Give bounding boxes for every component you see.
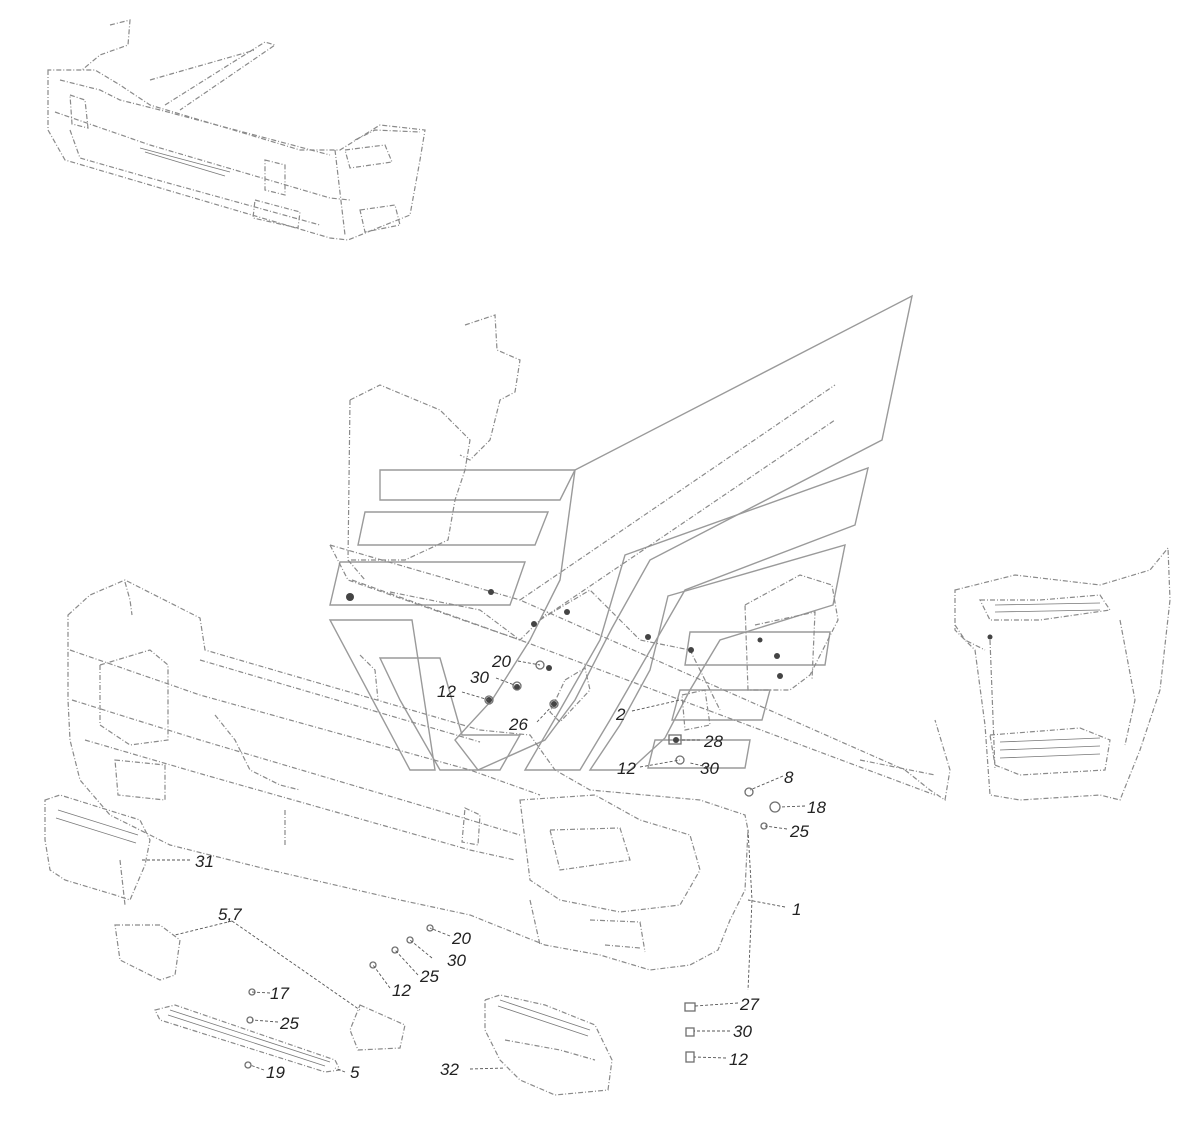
callout-5-7: 5,7 [218,905,242,924]
callout-28: 28 [703,732,723,751]
callout-30-lower: 30 [447,951,466,970]
callout-labels: 20 30 12 26 2 28 12 30 8 18 25 31 1 5,7 … [195,652,826,1082]
callout-27: 27 [739,995,759,1014]
lower-trim-panel [114,924,406,1073]
callout-20-lower: 20 [451,929,471,948]
callout-20-upper: 20 [491,652,511,671]
front-bumper-body [67,579,749,971]
bumper-mounting-bracket [329,314,951,802]
callout-30-upper: 30 [470,668,489,687]
callout-5: 5 [350,1063,360,1082]
callout-17: 17 [270,984,289,1003]
right-step-assembly [954,546,1171,801]
callout-31: 31 [195,852,214,871]
callout-2: 2 [615,705,626,724]
callout-8: 8 [784,768,794,787]
callout-25-left: 25 [279,1014,299,1033]
callout-26: 26 [508,715,528,734]
callout-18: 18 [807,798,826,817]
callout-30-bottom: 30 [733,1022,752,1041]
callout-12-lower: 12 [392,981,411,1000]
callout-12-bottom: 12 [729,1050,748,1069]
background-emblem-logo [328,294,913,771]
leader-lines [140,660,806,1073]
left-corner-trim [44,794,151,906]
callout-1: 1 [792,900,801,919]
callout-19: 19 [266,1063,285,1082]
callout-12-upper: 12 [437,682,456,701]
callout-32: 32 [440,1060,459,1079]
assembled-bumper-overview [47,19,426,241]
callout-25-right: 25 [789,822,809,841]
right-corner-cap [484,994,613,1096]
callout-25-lower: 25 [419,967,439,986]
callout-30-middle: 30 [700,759,719,778]
callout-12-middle: 12 [617,759,636,778]
